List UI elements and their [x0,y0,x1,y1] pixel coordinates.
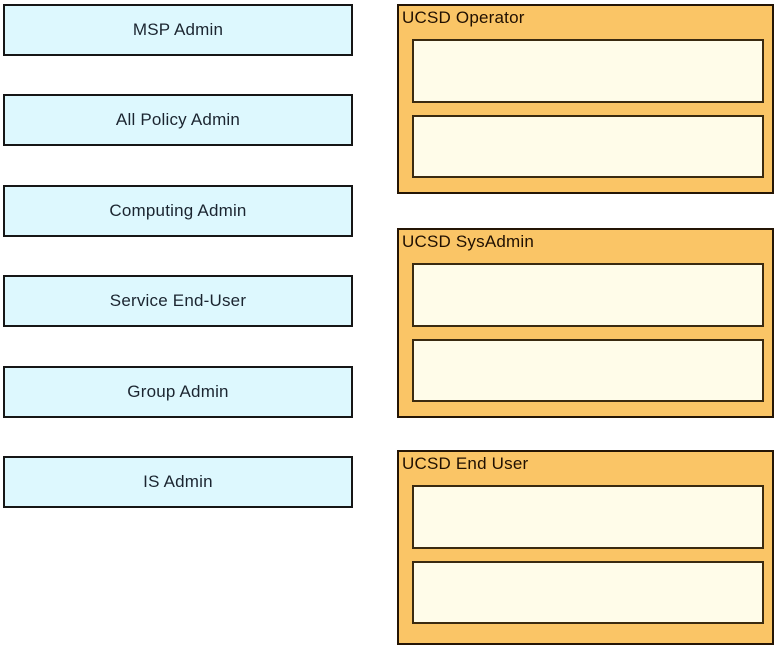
drop-zone-ucsd-operator-2[interactable] [412,115,764,178]
drag-item-label: Computing Admin [109,201,247,220]
drop-zone-ucsd-sysadmin-1[interactable] [412,263,764,327]
drag-item-label: IS Admin [143,472,213,491]
target-group-title: UCSD SysAdmin [402,232,535,251]
drop-zone-ucsd-sysadmin-2[interactable] [412,339,764,402]
target-group-ucsd-sysadmin: UCSD SysAdmin [397,228,774,418]
drop-zone-ucsd-operator-1[interactable] [412,39,764,103]
target-group-ucsd-operator: UCSD Operator [397,4,774,194]
drag-item-label: All Policy Admin [115,110,241,129]
drop-zone-ucsd-end-user-2[interactable] [412,561,764,624]
drag-item-all-policy-admin[interactable]: All Policy Admin [3,94,353,146]
drag-item-msp-admin[interactable]: MSP Admin [3,4,353,56]
drag-item-label: Group Admin [127,382,229,401]
drag-item-computing-admin[interactable]: Computing Admin [3,185,353,237]
target-group-ucsd-end-user: UCSD End User [397,450,774,645]
drag-item-group-admin[interactable]: Group Admin [3,366,353,418]
drag-item-label: Service End-User [109,291,247,310]
target-group-title: UCSD End User [402,454,529,473]
drag-item-is-admin[interactable]: IS Admin [3,456,353,508]
target-group-title: UCSD Operator [402,8,525,27]
drag-item-label: MSP Admin [132,20,224,39]
drop-zone-ucsd-end-user-1[interactable] [412,485,764,549]
drag-item-service-end-user[interactable]: Service End-User [3,275,353,327]
